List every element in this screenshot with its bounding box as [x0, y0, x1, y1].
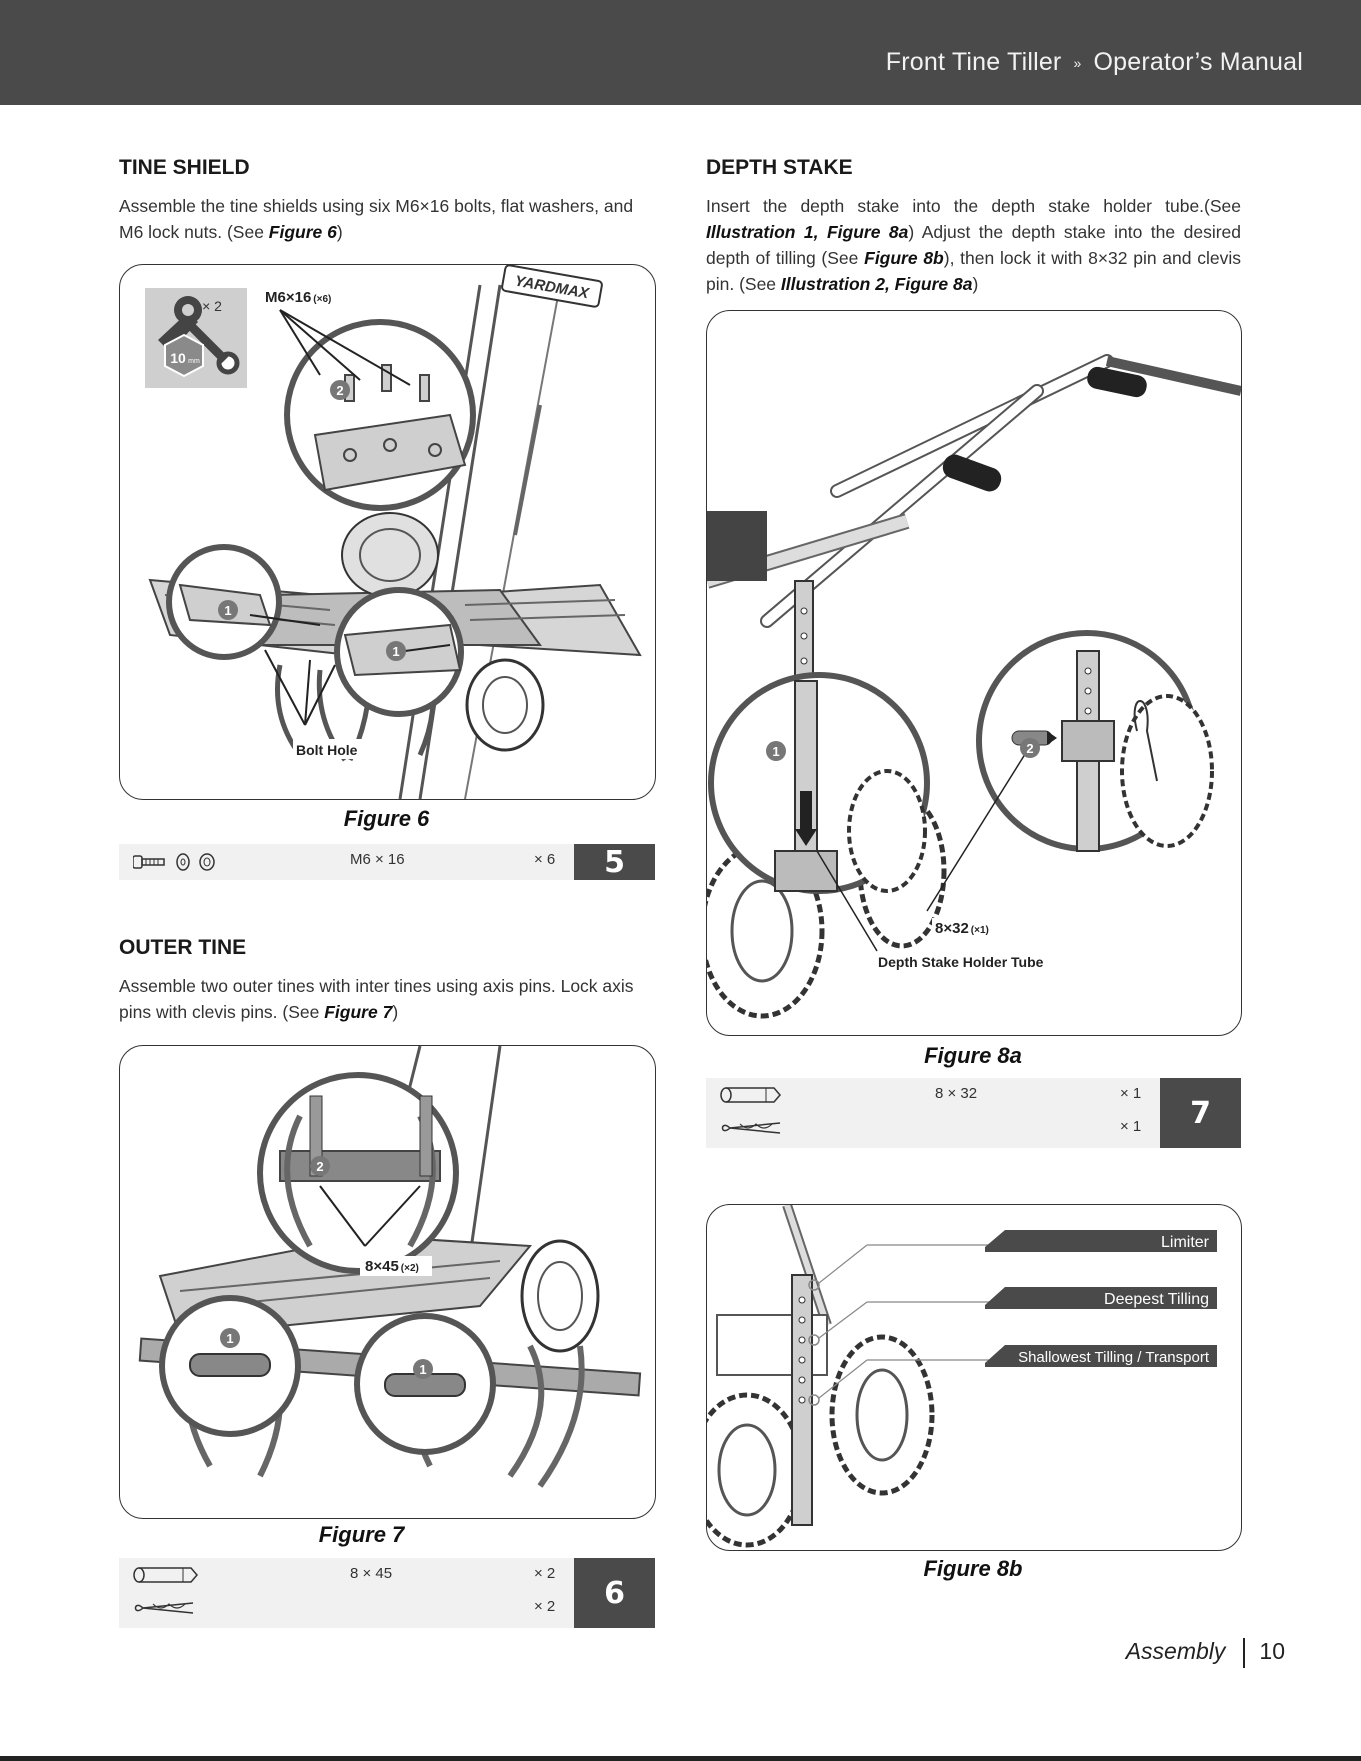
svg-text:1: 1: [226, 1331, 233, 1346]
figure-8a-caption: Figure 8a: [924, 1043, 1022, 1068]
callout-1-left-shield: 1: [218, 600, 238, 620]
callout-2-axis-pins: 2: [310, 1156, 330, 1176]
step-number-7: 7: [1160, 1078, 1241, 1148]
bolt-label: M6×16(×6): [265, 289, 331, 306]
part-spec: 8 × 45: [350, 1565, 393, 1582]
part-qty: × 6: [534, 851, 556, 868]
tine-shield-text-a: Assemble the tine shields using six M6×1…: [119, 196, 634, 242]
parts-list-step-5: M6 × 16 × 6 5: [119, 844, 655, 880]
deepest-tilling-tag: Deepest Tilling: [985, 1287, 1217, 1309]
svg-text:Limiter: Limiter: [1161, 1234, 1210, 1251]
outer-tine-text: Assemble two outer tines with inter tine…: [119, 973, 656, 1025]
parts-row-clevis-pin: × 1: [706, 1111, 1241, 1143]
depth-stake-heading: DEPTH STAKE: [706, 156, 853, 179]
outer-tine-text-b: ): [392, 1002, 399, 1022]
wrench-size: 10: [170, 350, 186, 366]
part-qty: × 2: [534, 1598, 556, 1615]
illustration-2-ref: Illustration 2, Figure 8a: [780, 274, 973, 294]
step-number-6: 6: [574, 1558, 655, 1628]
parts-list-step-7: 8 × 32 × 1 × 1 7: [706, 1078, 1241, 1148]
figure-8b-caption: Figure 8b: [923, 1556, 1023, 1581]
svg-text:1: 1: [392, 644, 399, 659]
callout-1-right-shield: 1: [386, 641, 406, 661]
parts-row-clevis-pin: × 2: [119, 1591, 655, 1623]
tiller-tine-shield-drawing: YARDMAX: [145, 265, 642, 799]
depth-stake-text-b: ) Adjust the depth stake into the desire…: [706, 222, 1241, 268]
parts-list-step-6: 8 × 45 × 2 × 2 6: [119, 1558, 655, 1628]
bolt-hole-label: Bolt Hole: [296, 742, 358, 758]
depth-stake-text-d: ): [972, 274, 979, 294]
figure-6-illustration: YARDMAX: [119, 264, 656, 800]
part-spec: 8 × 32: [935, 1085, 978, 1102]
figure-7-ref: Figure 7: [324, 1002, 393, 1022]
svg-text:Deepest Tilling: Deepest Tilling: [1104, 1291, 1209, 1308]
figure-7-caption: Figure 7: [318, 1522, 405, 1547]
footer-divider: [1243, 1638, 1246, 1668]
wrench-count: × 2: [202, 298, 222, 314]
callout-1-stake-insert: 1: [766, 741, 786, 761]
outer-tine-heading: OUTER TINE: [119, 936, 247, 959]
callout-2-tine-shield: 2: [330, 380, 350, 400]
page-header: Front Tine Tiller » Operator’s Manual: [0, 0, 1361, 105]
wrench-unit: mm: [188, 358, 200, 365]
part-qty: × 2: [534, 1565, 556, 1582]
depth-stake-text: Insert the depth stake into the depth st…: [706, 193, 1241, 297]
figure-8a-illustration: 1 2 8×32(×1) Depth Stake Holder Tube: [706, 310, 1242, 1036]
clevis-pin-icon: [721, 1122, 781, 1134]
bottom-rule: [0, 1756, 1361, 1761]
figure-8b-illustration: Limiter Deepest Tilling Shallowest Tilli…: [706, 1204, 1242, 1551]
depth-stake-text-a: Insert the depth stake into the depth st…: [706, 196, 1241, 216]
part-qty: × 1: [1120, 1085, 1142, 1102]
depth-pin-icon: [720, 1087, 781, 1103]
svg-text:2: 2: [1026, 741, 1033, 756]
axis-pin-label: 8×45(×2): [365, 1258, 419, 1275]
callout-1-right-tine: 1: [413, 1359, 433, 1379]
depth-pin-label: 8×32(×1): [935, 920, 989, 937]
figure-8b-ref: Figure 8b: [864, 248, 944, 268]
outer-tine-text-a: Assemble two outer tines with inter tine…: [119, 976, 634, 1022]
svg-text:2: 2: [336, 383, 343, 398]
illustration-1-ref: Illustration 1, Figure 8a: [706, 222, 909, 242]
bolt-washer-nut-icon: [133, 853, 215, 871]
header-title: Front Tine Tiller » Operator’s Manual: [886, 48, 1303, 77]
axis-pin-icon: [133, 1567, 198, 1583]
parts-row-depth-pin: 8 × 32 × 1: [706, 1078, 1241, 1110]
clevis-pin-icon: [134, 1602, 194, 1614]
svg-text:1: 1: [419, 1362, 426, 1377]
footer-section: Assembly: [1125, 1638, 1226, 1665]
part-qty: × 1: [1120, 1118, 1142, 1135]
tine-shield-text-b: ): [336, 222, 343, 242]
step-number-5: 5: [574, 844, 655, 880]
limiter-tag: Limiter: [985, 1230, 1217, 1252]
header-product: Front Tine Tiller: [885, 48, 1062, 76]
callout-2-pin-lock: 2: [1020, 738, 1040, 758]
tine-shield-heading: TINE SHIELD: [119, 156, 250, 179]
header-separator: »: [1073, 55, 1082, 72]
page-footer: Assembly 10: [1126, 1638, 1285, 1668]
tine-shield-text: Assemble the tine shields using six M6×1…: [119, 193, 656, 245]
callout-1-left-tine: 1: [220, 1328, 240, 1348]
tiller-depth-stake-drawing: 1 2 8×32(×1) Depth Stake Holder Tube: [707, 354, 1241, 1019]
svg-text:1: 1: [224, 603, 231, 618]
figure-6-caption: Figure 6: [343, 806, 430, 831]
holder-tube-label: Depth Stake Holder Tube: [878, 954, 1044, 970]
depth-stake-positions-drawing: Limiter Deepest Tilling Shallowest Tilli…: [707, 1205, 1217, 1548]
shallowest-tilling-tag: Shallowest Tilling / Transport: [985, 1345, 1217, 1367]
part-spec: M6 × 16: [350, 851, 405, 868]
page-number: 10: [1259, 1638, 1285, 1665]
parts-row-axis-pin: 8 × 45 × 2: [119, 1558, 655, 1590]
header-manual: Operator’s Manual: [1093, 48, 1303, 76]
tiller-outer-tine-drawing: 2 1 1 8×45(×2): [138, 1046, 642, 1488]
figure-7-illustration: 2 1 1 8×45(×2): [119, 1045, 656, 1519]
svg-text:Shallowest Tilling / Transport: Shallowest Tilling / Transport: [1018, 1349, 1210, 1366]
svg-text:1: 1: [772, 744, 779, 759]
wrench-tool-panel: 10 mm × 2: [145, 288, 247, 388]
depth-stake-text-c: ), then lock it with 8×32 pin and clevis…: [706, 248, 1241, 294]
svg-text:2: 2: [316, 1159, 323, 1174]
figure-6-ref: Figure 6: [268, 222, 337, 242]
